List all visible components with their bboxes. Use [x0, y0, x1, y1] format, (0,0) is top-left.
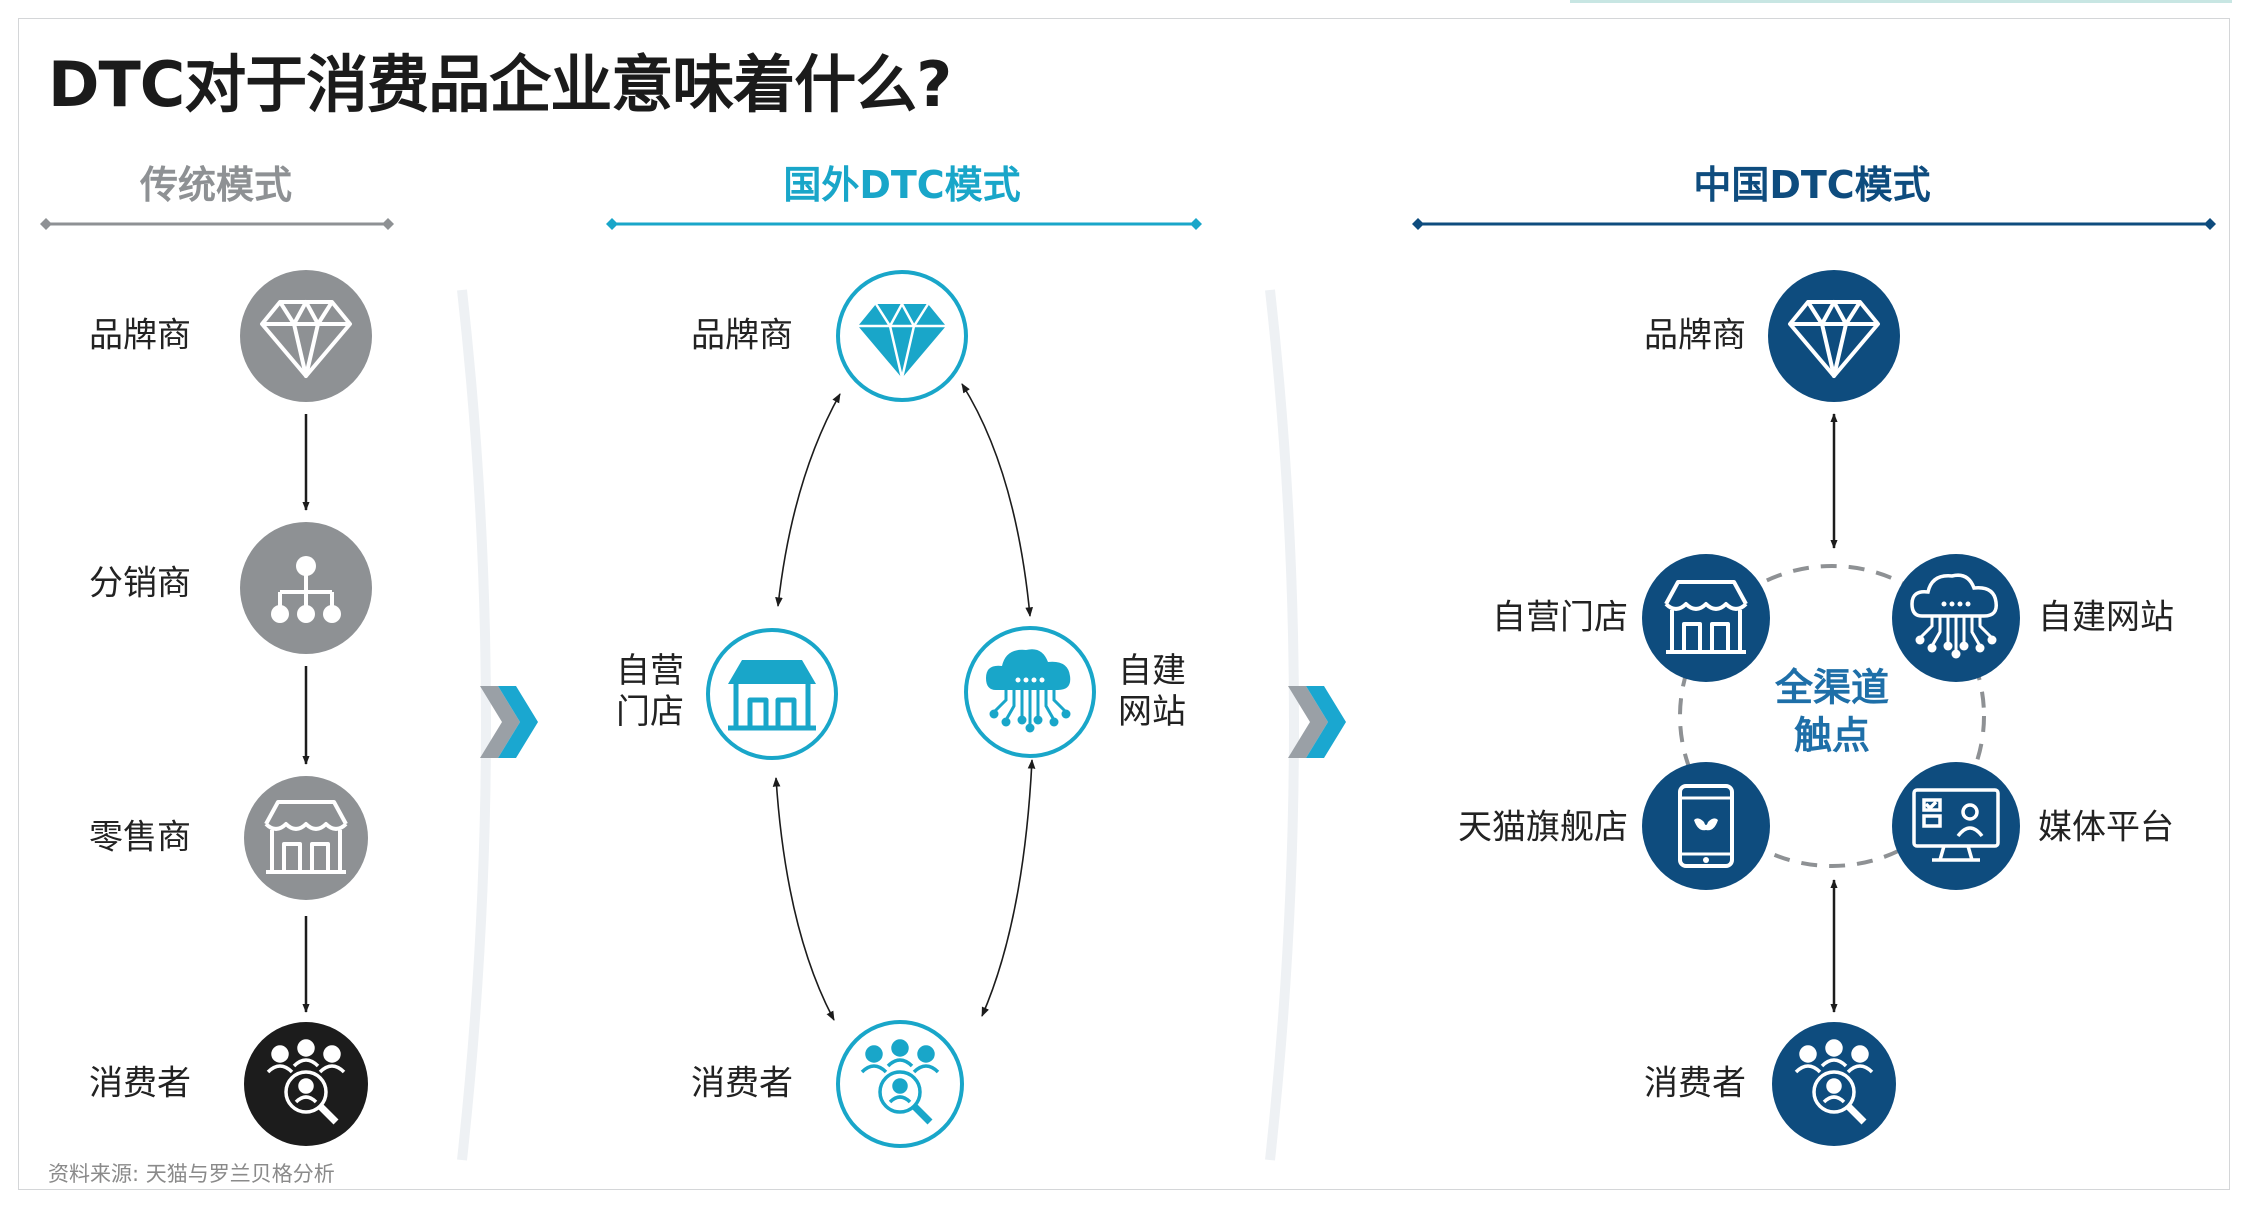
node-brand-foreign	[836, 270, 968, 402]
cloud-network-icon	[986, 649, 1071, 733]
node-retailer	[244, 776, 368, 900]
slide-frame	[18, 18, 2230, 1190]
label-brand-foreign: 品牌商	[691, 315, 793, 356]
top-accent-bar	[1570, 0, 2232, 3]
hub-line1: 全渠道	[1774, 665, 1890, 710]
storefront-icon	[264, 800, 348, 874]
arrow-own-store-to-consumer	[772, 777, 835, 1021]
label-consumer-traditional: 消费者	[89, 1063, 191, 1104]
node-tmall-china	[1642, 762, 1770, 890]
hub-line2: 触点	[1793, 713, 1871, 757]
diamond-icon	[858, 301, 946, 379]
monitor-icon	[1912, 788, 2000, 862]
separator-arc-1	[457, 289, 491, 1161]
tablet-icon	[1678, 784, 1734, 868]
label-consumer-foreign: 消费者	[691, 1063, 793, 1104]
omnichannel-dashed-ring	[1678, 564, 1986, 868]
separator-arc-2	[1265, 289, 1299, 1161]
storefront-icon	[1664, 580, 1748, 654]
node-consumer-traditional	[244, 1022, 368, 1146]
consumer-search-icon	[266, 1039, 346, 1125]
consumer-search-icon	[860, 1039, 940, 1125]
label-own-site-line1: 自建	[1118, 651, 1186, 692]
label-brand-china: 品牌商	[1644, 315, 1746, 356]
cloud-network-icon	[1910, 573, 1998, 659]
consumer-search-icon	[1794, 1039, 1874, 1125]
node-brand-traditional	[240, 270, 372, 402]
arrow-brand-to-own-store	[775, 393, 841, 607]
label-own-store-line1: 自营	[616, 651, 684, 692]
label-own-store-line2: 门店	[616, 692, 684, 732]
omnichannel-hub-label: 全渠道 触点	[1775, 665, 1889, 760]
node-distributor	[240, 522, 372, 654]
storefront-icon	[728, 660, 816, 731]
column-title-traditional: 传统模式	[139, 163, 293, 207]
node-consumer-china	[1772, 1022, 1896, 1146]
header-rule-traditional	[40, 218, 394, 230]
arrow-own-site-to-consumer	[981, 759, 1036, 1017]
arrow-brand-to-own-site	[961, 383, 1033, 617]
column-title-china-dtc: 中国DTC模式	[1693, 163, 1931, 207]
source-note: 资料来源: 天猫与罗兰贝格分析	[48, 1162, 335, 1186]
node-consumer-foreign	[836, 1020, 964, 1148]
label-consumer-china: 消费者	[1644, 1063, 1746, 1104]
node-media-china	[1892, 762, 2020, 890]
chevron-right-icon	[480, 686, 538, 758]
diamond-icon	[1788, 300, 1880, 378]
header-rule-foreign	[606, 218, 1202, 230]
label-own-site-china: 自建网站	[2038, 597, 2174, 638]
node-own-store-china	[1642, 554, 1770, 682]
header-rule-china	[1412, 218, 2216, 230]
label-distributor: 分销商	[89, 563, 191, 604]
node-brand-china	[1768, 270, 1900, 402]
label-own-store-foreign: 自营 门店	[616, 651, 684, 733]
label-tmall-china: 天猫旗舰店	[1458, 807, 1628, 848]
label-retailer: 零售商	[89, 817, 191, 858]
chevron-right-icon	[1288, 686, 1346, 758]
page-title: DTC对于消费品企业意味着什么?	[48, 48, 952, 121]
network-icon	[271, 556, 341, 623]
label-own-site-foreign: 自建 网站	[1118, 651, 1186, 733]
node-own-store-foreign	[706, 628, 838, 760]
label-media-china: 媒体平台	[2038, 807, 2174, 848]
label-own-store-china: 自营门店	[1492, 597, 1628, 638]
label-brand-traditional: 品牌商	[89, 315, 191, 356]
label-own-site-line2: 网站	[1118, 692, 1186, 732]
column-title-foreign-dtc: 国外DTC模式	[783, 163, 1021, 207]
node-own-site-foreign	[964, 626, 1096, 758]
diamond-icon	[260, 300, 352, 378]
node-own-site-china	[1892, 554, 2020, 682]
